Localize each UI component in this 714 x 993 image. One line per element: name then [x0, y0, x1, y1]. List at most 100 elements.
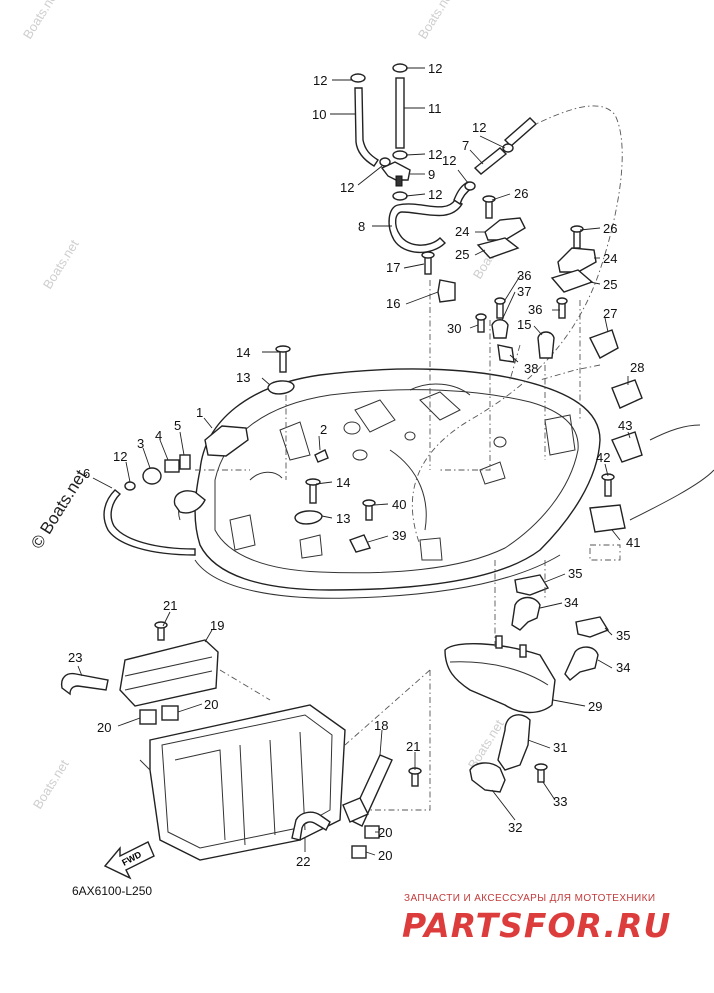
watermark-6: Boats.net — [30, 757, 72, 812]
callout-11: 11 — [428, 101, 442, 116]
screw-14-b — [309, 482, 317, 504]
callout-30: 30 — [447, 321, 461, 336]
callout-41: 41 — [626, 535, 640, 550]
lower-left-components — [60, 621, 422, 861]
clip-12-b — [392, 63, 408, 73]
callout-36: 36 — [517, 268, 531, 283]
clip-12-d — [379, 157, 391, 167]
callout-42: 42 — [596, 450, 610, 465]
callout-23: 23 — [68, 650, 82, 665]
pad-13-a — [267, 380, 295, 395]
bottom-cowling — [173, 368, 601, 599]
callout-13: 13 — [336, 511, 350, 526]
clip-38 — [497, 344, 515, 363]
grommet-28 — [611, 379, 643, 409]
callout-24: 24 — [603, 251, 617, 266]
flush-hose-path — [411, 105, 623, 546]
fwd-arrow: FWD — [103, 841, 155, 880]
nut-4 — [164, 459, 180, 473]
callout-35: 35 — [616, 628, 630, 643]
bolt-42 — [604, 477, 612, 497]
bracket-group-upper — [421, 195, 643, 409]
plug-2 — [314, 449, 329, 463]
callout-39: 39 — [392, 528, 406, 543]
gasket-35-b — [575, 616, 610, 638]
left-components — [103, 345, 714, 556]
callout-12: 12 — [113, 449, 127, 464]
watermark-2: Boats.net — [415, 0, 457, 42]
callout-38: 38 — [524, 361, 538, 376]
callout-1: 1 — [196, 405, 203, 420]
callout-17: 17 — [386, 260, 400, 275]
callout-22: 22 — [296, 854, 310, 869]
bracket-41 — [589, 504, 626, 533]
clip-12-f — [464, 181, 476, 191]
callout-14: 14 — [336, 475, 350, 490]
clip-37 — [491, 319, 509, 339]
callout-33: 33 — [553, 794, 567, 809]
hose-11 — [395, 77, 405, 149]
callout-25: 25 — [455, 247, 469, 262]
callout-20: 20 — [378, 848, 392, 863]
gasket-32 — [469, 762, 506, 793]
callout-15: 15 — [517, 317, 531, 332]
callout-14: 14 — [236, 345, 250, 360]
plate-24-a — [484, 217, 526, 241]
callout-18: 18 — [374, 718, 388, 733]
callout-16: 16 — [386, 296, 400, 311]
leader-lines — [77, 67, 631, 856]
clip-15 — [537, 331, 555, 359]
screw-14-a — [279, 349, 287, 373]
plate-24-b — [557, 247, 597, 273]
clip-12-h — [124, 481, 136, 491]
grommet-27 — [589, 329, 619, 359]
bracket-16 — [437, 279, 456, 303]
clamp-43 — [611, 431, 643, 463]
mount-20-b — [161, 705, 179, 721]
diagram-code: 6AX6100-L250 — [72, 884, 153, 898]
callout-24: 24 — [455, 224, 469, 239]
callout-40: 40 — [392, 497, 406, 512]
callout-28: 28 — [630, 360, 644, 375]
callout-35: 35 — [568, 566, 582, 581]
fitting-1 — [204, 425, 249, 457]
callout-10: 10 — [312, 107, 326, 122]
callout-12: 12 — [472, 120, 486, 135]
callout-7: 7 — [462, 138, 469, 153]
clip-12-e — [392, 191, 408, 201]
cap-3 — [142, 467, 162, 485]
hose-6 — [103, 489, 196, 556]
clip-12-g — [502, 143, 514, 153]
callout-6: 6 — [83, 466, 90, 481]
mount-20-a — [139, 709, 157, 725]
callout-12: 12 — [442, 153, 456, 168]
watermark-1: Boats.net — [20, 0, 62, 42]
logo-brand: PARTSFOR.RU — [402, 906, 672, 945]
callout-3: 3 — [137, 436, 144, 451]
callout-4: 4 — [155, 428, 162, 443]
joint-9 — [380, 161, 411, 181]
gasket-35-a — [514, 574, 550, 596]
callout-34: 34 — [564, 595, 578, 610]
callout-29: 29 — [588, 699, 602, 714]
clip-12-c — [392, 150, 408, 160]
callout-20: 20 — [97, 720, 111, 735]
callout-12: 12 — [428, 61, 442, 76]
callout-20: 20 — [378, 825, 392, 840]
gasket-25-b — [550, 269, 594, 293]
tank-29 — [444, 643, 556, 714]
callout-12: 12 — [340, 180, 354, 195]
callout-20: 20 — [204, 697, 218, 712]
pipe-34-a — [511, 596, 541, 631]
pipe-31 — [497, 714, 531, 771]
callout-21: 21 — [406, 739, 420, 754]
callout-31: 31 — [553, 740, 567, 755]
clip-12-a — [350, 73, 366, 83]
callout-13: 13 — [236, 370, 250, 385]
hose-8 — [388, 199, 463, 254]
callout-12: 12 — [428, 187, 442, 202]
callout-8: 8 — [358, 219, 365, 234]
hose-10 — [354, 87, 379, 167]
